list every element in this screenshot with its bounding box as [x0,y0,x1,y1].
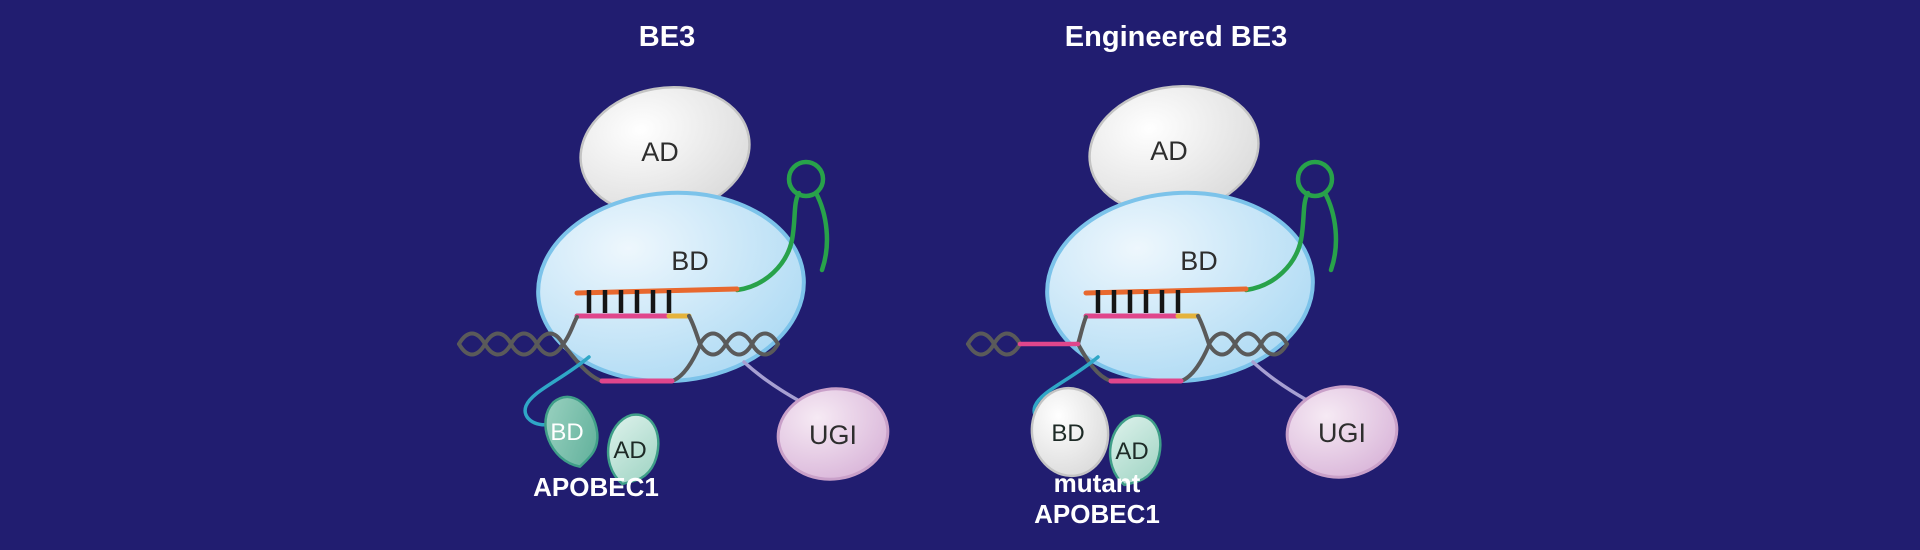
sgrna-scaffold [734,159,830,293]
apobec-caption-line2: APOBEC1 [1034,499,1160,529]
sgrna-loop-icon [786,159,826,199]
dna-connector-upper-left [561,315,579,346]
cas9-bd-label: BD [1180,246,1218,276]
apobec-linker [523,355,591,427]
dna-connector-upper-left [1076,315,1088,346]
dna-connector-lower-right [670,343,702,383]
dna-connector-lower-left [561,342,604,383]
sgrna-scaffold [1243,159,1339,293]
sgrna-stem [1243,190,1311,293]
panel-engineered-be3: Engineered BE3 AD BD [966,21,1399,529]
dna-strand-left-b [966,331,1022,357]
basepair-ticks [1095,290,1181,313]
apobec-caption: APOBEC1 [533,472,659,502]
basepair-ticks [586,290,672,313]
ugi-label: UGI [809,420,857,450]
dna-connector-lower-left [1076,342,1113,383]
dna-helix [966,314,1289,383]
sgrna-tail [813,190,830,273]
dna-strand-right-a [698,331,780,357]
dna-helix [457,314,780,383]
cas9-ad-label: AD [1150,136,1188,166]
ugi-domain [1285,385,1399,479]
ugi-label: UGI [1318,418,1366,448]
cas9-bd-label: BD [671,246,709,276]
apobec-bd-domain-mutant [1030,386,1110,478]
cas9-ad-label: AD [641,137,679,167]
panel-be3: BE3 AD BD [457,21,890,502]
apobec-ad-label: AD [613,437,646,464]
panel-title-engineered-be3: Engineered BE3 [1065,21,1287,53]
dna-strand-right-b [698,331,780,357]
dna-connector-lower-right [1179,343,1211,383]
dna-strand-left-b [457,331,565,357]
sgrna-loop-icon [1295,159,1335,199]
apobec-bd-label: BD [1051,420,1084,447]
dna-strand-right-b [1207,331,1289,357]
apobec-bd-label: BD [550,419,583,446]
panel-title-be3: BE3 [639,21,695,53]
sgrna-tail [1322,190,1339,273]
dna-strand-right-a [1207,331,1289,357]
apobec-caption-line1: mutant [1054,468,1141,498]
apobec-ad-label: AD [1115,438,1148,465]
sgrna-stem [734,190,802,293]
ugi-domain [776,387,890,481]
